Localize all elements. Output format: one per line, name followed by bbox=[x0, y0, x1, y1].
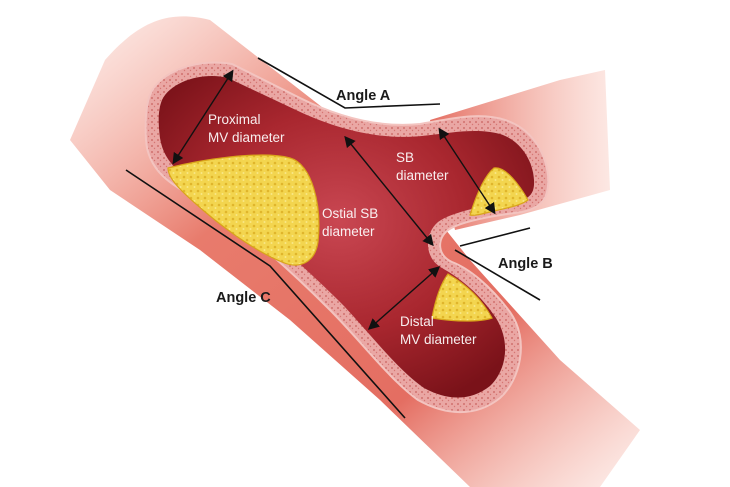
sb-label-line2: diameter bbox=[396, 168, 449, 183]
angle-b-guide bbox=[460, 228, 530, 246]
ostial-sb-label-line2: diameter bbox=[322, 224, 375, 239]
angle-c-label: Angle C bbox=[216, 290, 271, 306]
angle-b-label: Angle B bbox=[498, 256, 553, 272]
distal-mv-label-line1: Distal bbox=[400, 314, 434, 329]
proximal-mv-label-line2: MV diameter bbox=[208, 130, 285, 145]
sb-label-line1: SB bbox=[396, 150, 414, 165]
proximal-mv-label-line1: Proximal bbox=[208, 112, 261, 127]
angle-a-label: Angle A bbox=[336, 88, 391, 104]
ostial-sb-label-line1: Ostial SB bbox=[322, 206, 378, 221]
distal-mv-label-line2: MV diameter bbox=[400, 332, 477, 347]
